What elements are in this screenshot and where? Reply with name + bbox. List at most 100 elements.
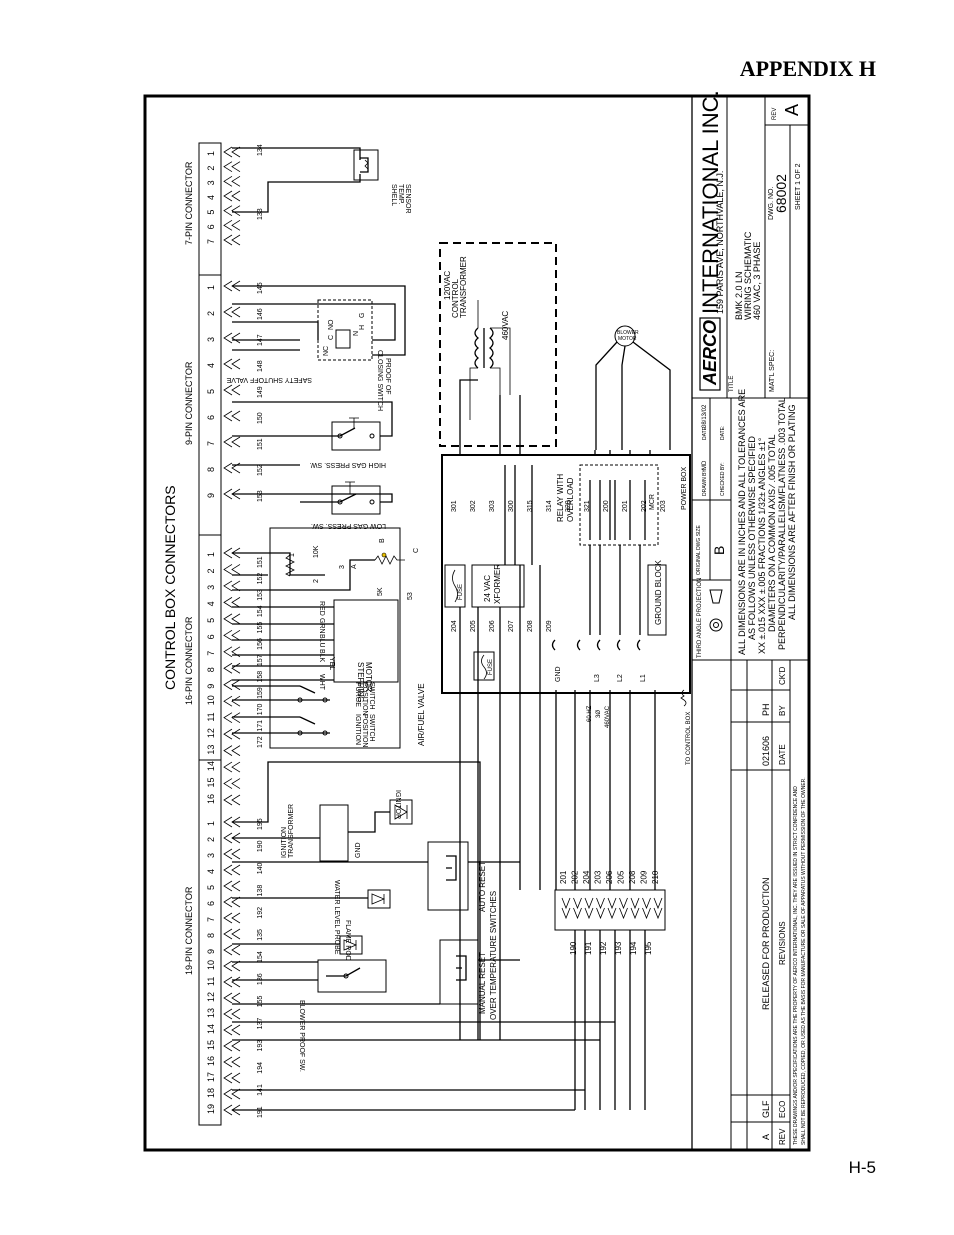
pin9-pin-9: 9 <box>206 493 216 498</box>
terminal-mark <box>642 897 651 920</box>
pin-arrow <box>223 410 241 422</box>
blower-motor: BLOWER MOTOR <box>595 325 671 450</box>
tolerance-line-6: ALL DIMENSIONS ARE AFTER FINISH OR PLATI… <box>787 404 797 620</box>
rev-header-rev: REV <box>778 1128 787 1145</box>
svg-text:CONTROL: CONTROL <box>451 278 460 318</box>
svg-text:2: 2 <box>313 579 320 583</box>
pin16-pin-7: 7 <box>206 651 216 656</box>
rev-value: A <box>782 104 802 116</box>
w19-wire-193: 193 <box>257 1040 264 1052</box>
w16-wire-171: 171 <box>257 720 264 732</box>
svg-text:WATER LEVEL PROBE: WATER LEVEL PROBE <box>333 880 340 955</box>
pin16-pin-16: 16 <box>206 794 216 804</box>
pin-arrow <box>223 695 241 707</box>
w19-wire-195: 195 <box>257 818 264 830</box>
rev-header-eco: ECO <box>778 1101 787 1118</box>
svg-text:FLAME ROD: FLAME ROD <box>344 920 351 961</box>
svg-text:G: G <box>359 313 366 318</box>
terminal-top-208: 208 <box>628 870 637 884</box>
terminal-top-209: 209 <box>640 870 649 884</box>
projection-label: THIRD ANGLE PROJECTION <box>697 578 703 658</box>
rev-header-date: DATE <box>778 744 787 765</box>
w9-wire-145: 145 <box>257 282 264 294</box>
title-block: AERCO INTERNATIONAL INC. 159 PARIS AVE, … <box>691 90 809 1150</box>
power-box: POWER BOX 120VAC CONTROL TRANSFORMER 460… <box>439 242 692 765</box>
pin-arrow <box>223 896 241 908</box>
svg-text:RELAY WITH: RELAY WITH <box>556 474 565 522</box>
pin-arrow <box>223 306 241 318</box>
pin-arrow <box>223 234 241 246</box>
power-wire-315: 315 <box>527 500 534 512</box>
svg-text:1: 1 <box>289 553 296 557</box>
terminal-mark <box>584 897 594 920</box>
power-wire-200: 200 <box>603 500 610 512</box>
tolerance-line-1: ALL DIMENSIONS ARE IN INCHES AND ALL TOL… <box>737 389 747 655</box>
svg-text:MANUAL RESET: MANUAL RESET <box>478 952 487 1014</box>
pin16-pin-3: 3 <box>206 585 216 590</box>
w16-wire-157: 157 <box>257 654 264 666</box>
svg-text:CLOSING SWITCH: CLOSING SWITCH <box>376 350 383 411</box>
w19-wire-190: 190 <box>257 840 264 852</box>
page-footer: H-5 <box>848 1158 876 1177</box>
pin-arrow <box>223 944 241 956</box>
tolerance-line-4: DIAMETERS ON A COMMON AXIS ∕ .005 TOTAL <box>767 434 777 632</box>
pin-arrow <box>223 1024 241 1036</box>
pin19-pin-6: 6 <box>206 901 216 906</box>
svg-text:FUSE: FUSE <box>488 659 494 675</box>
rev-row-eco: GLF <box>761 1100 771 1118</box>
power-wire-203: 203 <box>660 500 667 512</box>
pin-arrow <box>223 662 241 674</box>
temperature-switches: AUTO RESET OVER TEMPERATURE SWITCHES MAN… <box>232 841 520 1020</box>
svg-text:460VAC: 460VAC <box>501 311 510 340</box>
rev-header-ckd: CK'D <box>778 666 787 685</box>
aerco-logo: AERCO <box>699 317 721 391</box>
pin7-pin-1: 1 <box>206 151 216 156</box>
date-label-1: DATE: <box>702 426 708 440</box>
svg-text:N: N <box>353 331 360 336</box>
w19-wire-136: 136 <box>257 973 264 985</box>
tolerance-line-3: XX ±.015 XXX ±.005 FRACTIONS 1/32± ANGLE… <box>757 437 767 654</box>
power-wire-300: 300 <box>508 500 515 512</box>
pin-arrow <box>223 794 241 806</box>
pin-arrow <box>223 928 241 940</box>
svg-text:AIR/FUEL VALVE: AIR/FUEL VALVE <box>417 683 426 746</box>
w19-wire-140: 140 <box>257 863 264 875</box>
svg-text:POWER BOX: POWER BOX <box>681 466 688 510</box>
svg-text:TRANSFORMER: TRANSFORMER <box>459 256 468 318</box>
pin-arrow <box>223 146 241 158</box>
water-level-probe: WATER LEVEL PROBE <box>232 880 391 955</box>
pin19-pin-9: 9 <box>206 949 216 954</box>
blower-proof-switch: BLOWER PROOF SW. <box>232 959 387 1072</box>
terminal-mark <box>619 897 628 920</box>
power-wire-202: 202 <box>641 500 648 512</box>
pin7-pin-4: 4 <box>206 195 216 200</box>
pin-arrow <box>223 880 241 892</box>
w19-wire-138: 138 <box>257 885 264 897</box>
pin19-pin-10: 10 <box>206 960 216 970</box>
svg-text:C: C <box>413 548 420 553</box>
rev-row-description: RELEASED FOR PRODUCTION <box>761 877 771 1010</box>
pin-arrow <box>223 1040 241 1052</box>
w16-wire-152: 152 <box>257 573 264 585</box>
pin19-pin-18: 18 <box>206 1088 216 1098</box>
pin19-pin-14: 14 <box>206 1024 216 1034</box>
pin16-pin-1: 1 <box>206 552 216 557</box>
power-wire-314: 314 <box>546 500 553 512</box>
svg-text:MOTOR: MOTOR <box>364 662 373 692</box>
rev-label: REV <box>772 108 778 120</box>
w16-wire-156: 156 <box>257 638 264 650</box>
terminal-mark <box>596 897 605 920</box>
pin16-pin-2: 2 <box>206 568 216 573</box>
pin19-pin-11: 11 <box>206 977 216 986</box>
pin16-pin-15: 15 <box>206 778 216 788</box>
svg-text:120VAC: 120VAC <box>443 271 452 300</box>
sheet-label: SHEET 1 OF 2 <box>795 163 802 210</box>
connector-arrows <box>223 146 241 1116</box>
svg-text:H: H <box>359 325 366 330</box>
pin16-pin-4: 4 <box>206 601 216 606</box>
w19-wire-154: 154 <box>257 951 264 963</box>
pin-arrow <box>223 384 241 396</box>
pin16-pin-8: 8 <box>206 667 216 672</box>
w16-wire-154: 154 <box>257 605 264 617</box>
